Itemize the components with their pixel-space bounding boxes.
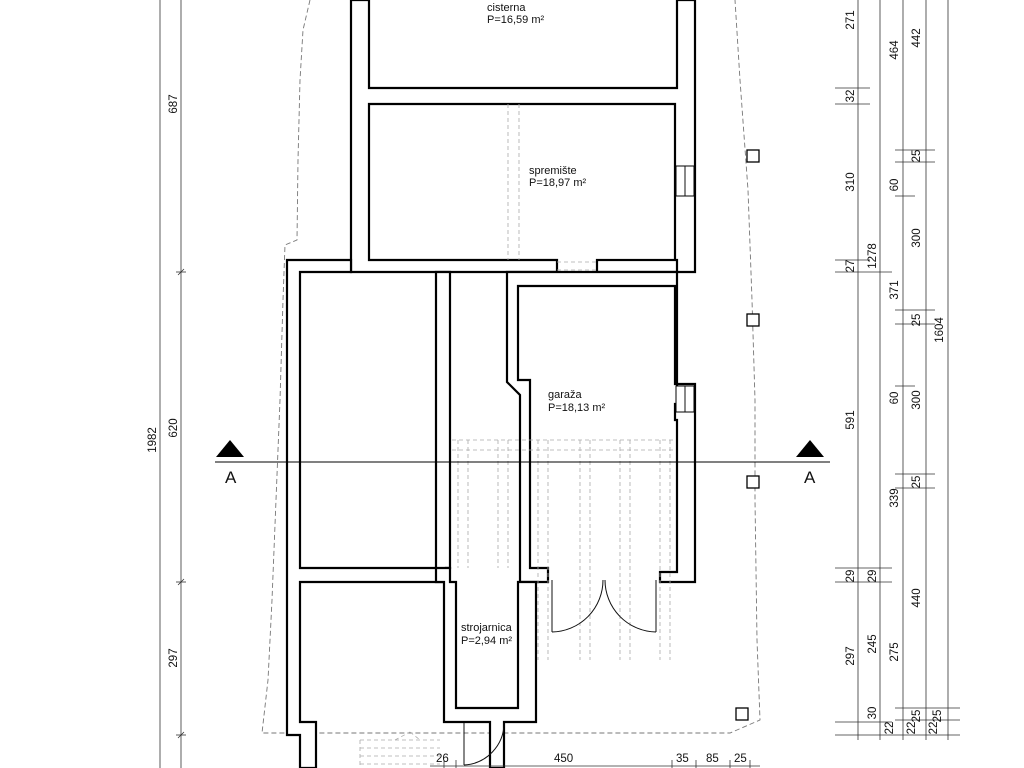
dim-r4-440: 440 — [911, 588, 923, 607]
dim-r1-271: 271 — [845, 10, 857, 29]
dim-r2-1278: 1278 — [867, 243, 879, 269]
dim-bottom-450: 450 — [554, 753, 573, 765]
left-dimensions: 1982 687 620 297 — [147, 0, 186, 768]
dim-left-620: 620 — [168, 418, 180, 437]
dim-r4-25c: 25 — [911, 476, 923, 489]
dim-bottom-35: 35 — [676, 753, 689, 765]
room-labels: cisterna P=16,59 m² spremište P=18,97 m²… — [461, 2, 606, 647]
entry-stairs — [359, 731, 440, 768]
dim-r4-300b: 300 — [911, 390, 923, 409]
site-outline — [261, 0, 761, 734]
dim-r1-30: 30 — [867, 707, 879, 720]
dim-left-297: 297 — [168, 648, 180, 667]
section-label-right: A — [804, 468, 816, 487]
dim-r1-29: 29 — [845, 570, 857, 583]
room-name-garaza: garaža — [548, 389, 583, 401]
room-name-spremiste: spremište — [529, 165, 577, 177]
section-label-left: A — [225, 468, 237, 487]
column-markers — [735, 149, 760, 721]
garage-door-swing — [551, 579, 657, 633]
dim-r3-339: 339 — [889, 488, 901, 507]
dim-r1-591: 591 — [845, 410, 857, 429]
room-name-strojarnica: strojarnica — [461, 622, 513, 634]
dim-bottom-85: 85 — [706, 753, 719, 765]
dim-r3-371: 371 — [889, 280, 901, 299]
dim-r2-29: 29 — [867, 570, 879, 583]
dim-r5-1604: 1604 — [934, 317, 946, 343]
exterior-walls — [285, 0, 697, 768]
room-name-cisterna: cisterna — [487, 2, 526, 14]
dim-r1-27: 27 — [845, 260, 857, 273]
dim-r5-22: 22 — [928, 722, 940, 735]
bottom-dimensions: 26 450 35 85 25 — [430, 753, 760, 768]
dim-r4-300a: 300 — [911, 228, 923, 247]
dim-bottom-25: 25 — [734, 753, 747, 765]
dim-r1-297: 297 — [845, 646, 857, 665]
dim-left-1982: 1982 — [147, 427, 159, 453]
dim-r4-25b: 25 — [911, 314, 923, 327]
section-line-a: A A — [215, 440, 830, 487]
dim-r3-464: 464 — [889, 40, 901, 60]
dim-r3-60a: 60 — [889, 179, 901, 192]
dim-r1-32: 32 — [845, 90, 857, 103]
room-area-garaza: P=18,13 m² — [548, 402, 606, 414]
dim-r3-275: 275 — [889, 642, 901, 661]
right-dimensions: 271 32 310 27 591 29 297 30 22 1278 29 2… — [835, 0, 960, 740]
machine-room-door-swing — [463, 722, 505, 766]
dim-r3-60b: 60 — [889, 392, 901, 405]
room-area-cisterna: P=16,59 m² — [487, 14, 545, 26]
dim-left-687: 687 — [168, 94, 180, 113]
room-area-spremiste: P=18,97 m² — [529, 177, 587, 189]
section-arrow-left-icon — [216, 440, 244, 457]
dim-r2-245: 245 — [867, 634, 879, 653]
dim-bottom-26: 26 — [436, 753, 449, 765]
dim-r2-22: 22 — [906, 722, 918, 735]
dim-r4-25a: 25 — [911, 150, 923, 163]
dim-r4-25d: 25 — [932, 710, 944, 723]
dim-r1-22: 22 — [884, 722, 896, 735]
dim-r3-25: 25 — [911, 710, 923, 723]
section-arrow-right-icon — [796, 440, 824, 457]
dim-r1-310: 310 — [845, 172, 857, 191]
room-area-strojarnica: P=2,94 m² — [461, 635, 512, 647]
dim-r4-442: 442 — [911, 28, 923, 47]
